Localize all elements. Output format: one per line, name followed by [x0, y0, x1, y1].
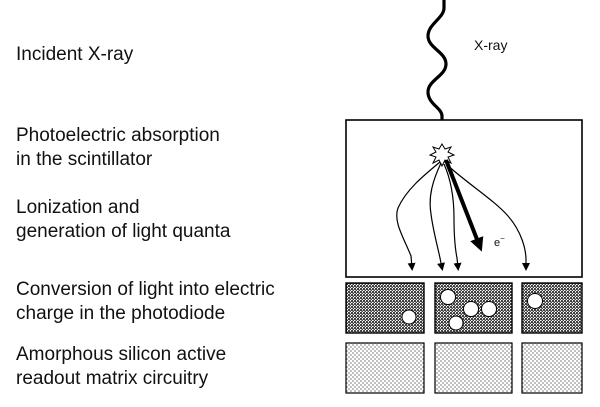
electron-label: e−: [494, 234, 505, 249]
step-light-conversion-line-2: charge in the photodiode: [16, 303, 226, 324]
step-readout-matrix-line-2: readout matrix circuitry: [16, 368, 209, 389]
xray-wave: [426, 0, 448, 126]
step-light-conversion: Conversion of light into electric charge…: [16, 278, 275, 326]
photodiode-row: [345, 282, 583, 334]
readout-cell: [521, 342, 583, 394]
light-path-2: [429, 162, 445, 271]
step-ionization-line-2: generation of light quanta: [16, 221, 231, 242]
photodiode-cell: [345, 282, 425, 334]
step-ionization-line-1: Lonization and: [16, 197, 140, 218]
xray-label: X-ray: [474, 37, 507, 53]
charge-bubble: [440, 289, 456, 305]
step-incident-xray-line-1: Incident X-ray: [16, 44, 134, 65]
step-readout-matrix: Amorphous silicon active readout matrix …: [16, 343, 226, 391]
scintillator-box: [345, 119, 583, 278]
charge-bubble: [481, 301, 497, 317]
charge-bubble: [527, 293, 543, 309]
electron-track: [444, 159, 484, 252]
step-photoelectric-absorption: Photoelectric absorption in the scintill…: [16, 124, 220, 172]
step-photoelectric-absorption-line-2: in the scintillator: [16, 149, 153, 170]
charge-bubble: [401, 309, 417, 325]
light-path-1: [396, 161, 441, 271]
readout-matrix-row: [345, 342, 583, 394]
charge-bubble: [463, 301, 479, 317]
step-incident-xray: Incident X-ray: [16, 43, 133, 67]
photodiode-cell: [521, 282, 583, 334]
step-readout-matrix-line-1: Amorphous silicon active: [16, 344, 227, 365]
step-light-conversion-line-1: Conversion of light into electric: [16, 279, 275, 300]
readout-cell: [434, 342, 513, 394]
step-ionization: Lonization and generation of light quant…: [16, 196, 230, 244]
charge-bubble: [448, 315, 464, 331]
light-path-3: [443, 163, 462, 271]
light-path-4: [445, 163, 530, 271]
readout-cell: [345, 342, 425, 394]
absorption-spark-icon: [428, 143, 456, 168]
step-photoelectric-absorption-line-1: Photoelectric absorption: [16, 125, 220, 146]
